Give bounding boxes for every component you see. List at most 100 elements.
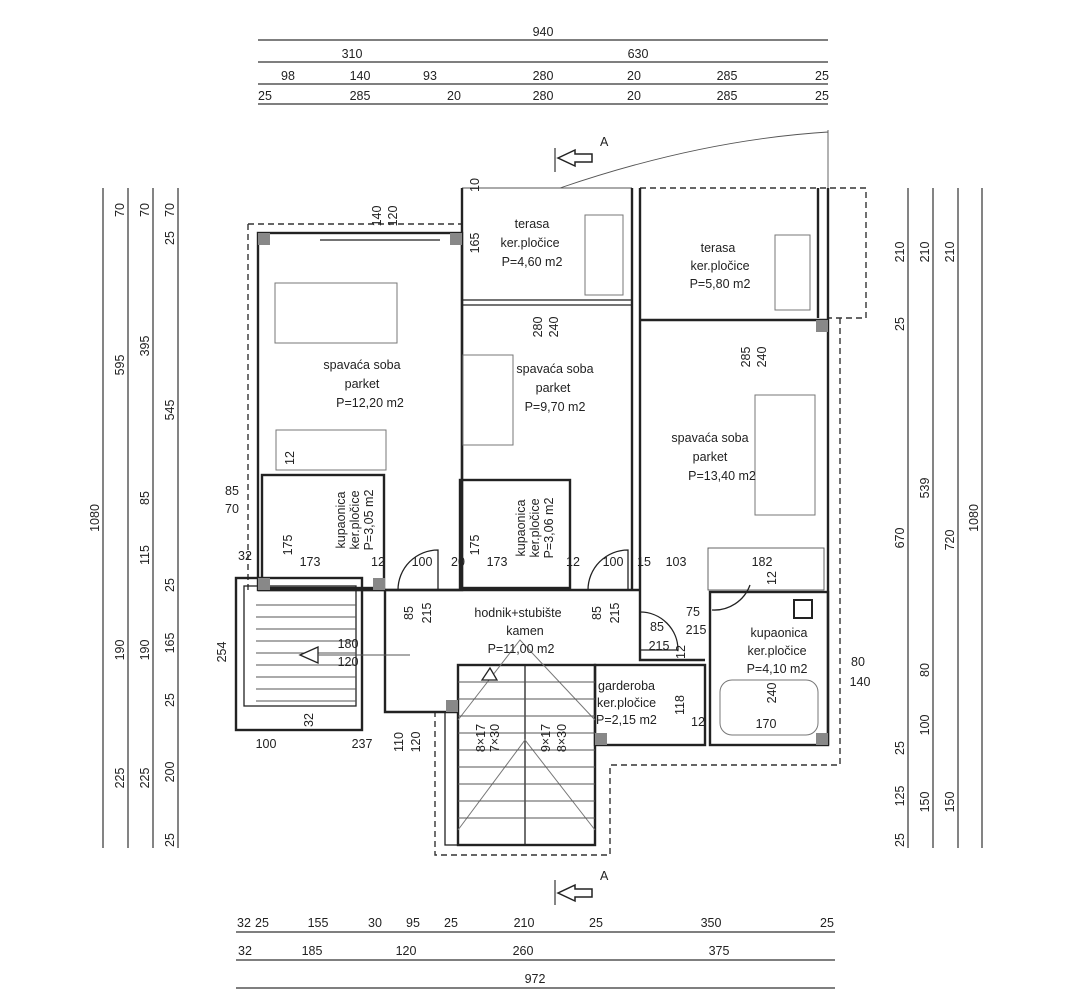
dimension-label: 190 (138, 640, 152, 661)
room-bathroom-3: kupaonica ker.pločice P=4,10 m2 (747, 626, 808, 676)
dimension-label: 12 (691, 715, 705, 729)
room-name: garderoba (598, 679, 655, 693)
inner-dimensions: 140 120 165 10 280 240 285 240 12 85 70 … (215, 178, 870, 752)
dimension-label: 93 (423, 69, 437, 83)
dimension-label: 118 (673, 695, 687, 715)
dimension-label: 180 (338, 637, 359, 651)
dimension-label: 85 (402, 606, 416, 620)
dimension-label: 115 (138, 545, 152, 565)
dimension-label: 254 (215, 642, 229, 663)
dimension-label: 32 (238, 549, 252, 563)
room-bedroom-2: spavaća soba parket P=9,70 m2 (516, 362, 593, 414)
dimension-label: 120 (338, 655, 359, 669)
dimension-label: 110 (392, 732, 406, 752)
dimension-label: 100 (412, 555, 433, 569)
section-marker-bottom: A (554, 869, 609, 905)
dimension-label: 7×30 (488, 724, 502, 752)
dimension-label: 140 (350, 69, 371, 83)
room-name: terasa (701, 241, 736, 255)
dimension-label: 25 (255, 916, 269, 930)
room-area: P=12,20 m2 (336, 396, 404, 410)
dimension-label: 280 (533, 69, 554, 83)
dimension-label: 155 (308, 916, 329, 930)
room-name: kupaonica (334, 491, 348, 548)
dimension-label: 280 (531, 317, 545, 338)
dimension-label: 200 (163, 762, 177, 783)
room-floor: ker.pločice (747, 644, 806, 658)
room-floor: parket (536, 381, 571, 395)
dimension-label: 215 (420, 603, 434, 624)
dimension-label: 9×17 (539, 724, 553, 752)
dimension-label: 310 (342, 47, 363, 61)
dimension-label: 165 (468, 233, 482, 254)
dimension-label: 98 (281, 69, 295, 83)
room-area: P=2,15 m2 (596, 713, 657, 727)
dimension-label: 150 (918, 792, 932, 813)
dimension-label: 175 (281, 535, 295, 556)
dimension-label: 285 (350, 89, 371, 103)
dimension-label: 940 (533, 25, 554, 39)
room-name: kupaonica (514, 499, 528, 556)
room-bathroom-1: kupaonica ker.pločice P=3,05 m2 (334, 490, 376, 551)
dimension-label: 20 (451, 555, 465, 569)
dimension-label: 25 (893, 833, 907, 847)
room-area: P=3,05 m2 (362, 490, 376, 551)
section-label: A (600, 135, 609, 149)
section-label: A (600, 869, 609, 883)
dimension-label: 175 (468, 535, 482, 556)
dimension-label: 140 (370, 206, 384, 227)
dimension-label: 595 (113, 355, 127, 376)
dimension-label: 100 (918, 715, 932, 736)
dimension-label: 32 (238, 944, 252, 958)
dimension-label: 25 (893, 741, 907, 755)
room-area: P=11,00 m2 (488, 642, 555, 656)
dimension-label: 215 (649, 639, 670, 653)
dimension-label: 25 (444, 916, 458, 930)
left-dimensions: 1080 70 595 190 225 70 395 85 115 190 22… (88, 188, 179, 848)
dimension-label: 225 (113, 768, 127, 789)
dimension-label: 630 (628, 47, 649, 61)
dimension-label: 165 (163, 633, 177, 654)
dimension-label: 210 (514, 916, 535, 930)
dimension-label: 100 (603, 555, 624, 569)
room-floor: ker.pločice (500, 236, 559, 250)
dimension-label: 8×17 (474, 724, 488, 752)
dimension-label: 240 (755, 347, 769, 368)
bottom-dimensions: 32 25 155 30 95 25 210 25 350 25 32 185 … (236, 916, 835, 989)
room-name: spavaća soba (323, 358, 400, 372)
room-floor: ker.pločice (690, 259, 749, 273)
dimension-label: 20 (627, 89, 641, 103)
right-dimensions: 210 25 670 25 125 25 210 539 80 100 150 … (893, 188, 983, 848)
dimension-label: 25 (163, 578, 177, 592)
dimension-label: 85 (138, 491, 152, 505)
dimension-label: 100 (256, 737, 277, 751)
dimension-label: 173 (300, 555, 321, 569)
room-bathroom-2: kupaonica ker.pločice P=3,06 m2 (514, 498, 556, 559)
dimension-label: 240 (547, 317, 561, 338)
room-floor: parket (693, 450, 728, 464)
dimension-label: 670 (893, 528, 907, 549)
dimension-label: 1080 (88, 504, 102, 532)
room-area: P=4,10 m2 (747, 662, 808, 676)
dimension-label: 210 (893, 242, 907, 263)
room-bedroom-1: spavaća soba parket P=12,20 m2 (323, 358, 403, 410)
stair-treads (256, 604, 595, 819)
dimension-label: 80 (918, 663, 932, 677)
room-wardrobe: garderoba ker.pločice P=2,15 m2 (596, 679, 657, 727)
dimension-label: 350 (701, 916, 722, 930)
dimension-label: 972 (525, 972, 546, 986)
dimension-label: 237 (352, 737, 373, 751)
dimension-label: 25 (258, 89, 272, 103)
dimension-label: 285 (717, 89, 738, 103)
dimension-label: 12 (283, 451, 297, 465)
dimension-label: 215 (608, 603, 622, 624)
dimension-label: 25 (163, 833, 177, 847)
dimension-label: 260 (513, 944, 534, 958)
room-terrace-2: terasa ker.pločice P=5,80 m2 (690, 241, 751, 291)
section-marker-top: A (554, 135, 609, 172)
dimension-label: 12 (371, 555, 385, 569)
dimension-label: 15 (637, 555, 651, 569)
dimension-label: 70 (225, 502, 239, 516)
room-name: hodnik+stubište (474, 606, 561, 620)
